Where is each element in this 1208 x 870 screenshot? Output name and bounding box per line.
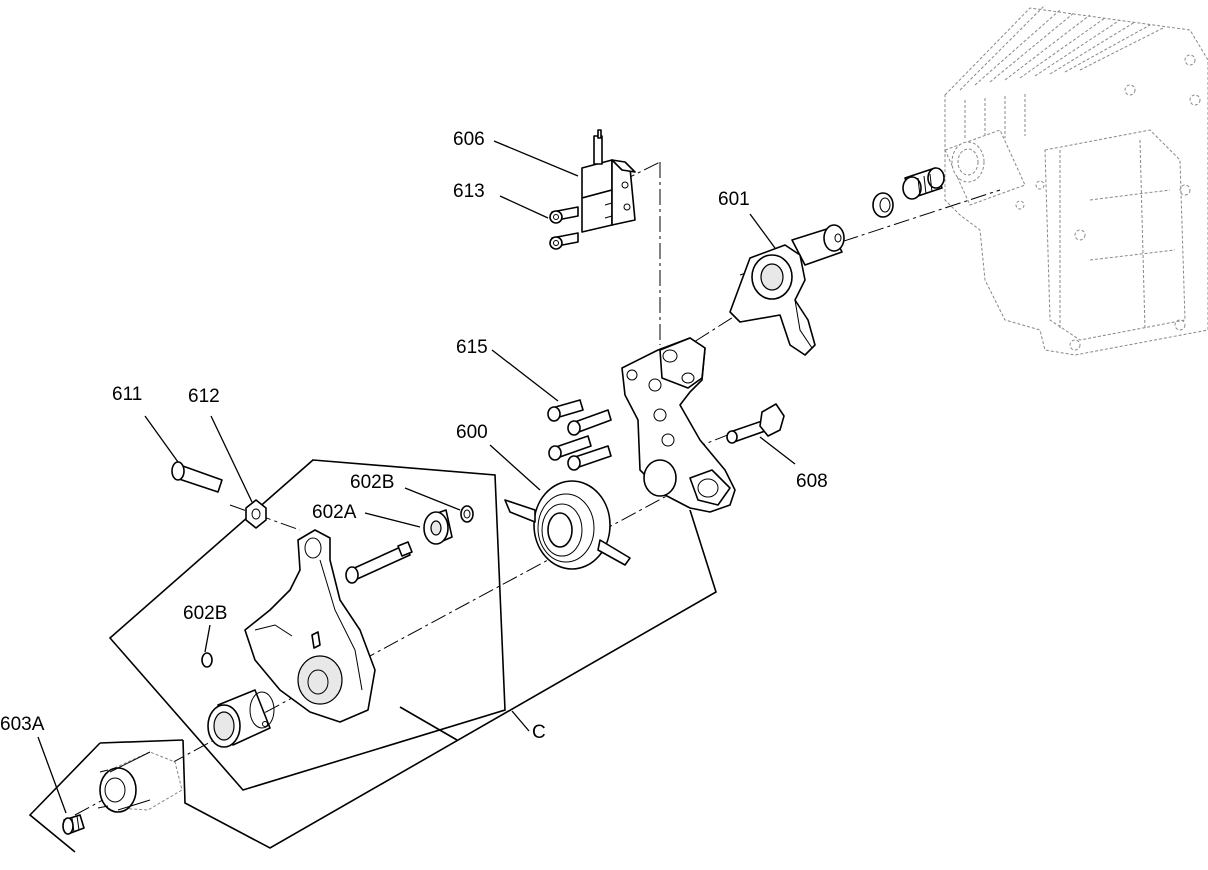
part-602B-snap-ring-top	[460, 505, 474, 523]
callout-611: 611	[112, 384, 142, 405]
part-613-screws	[549, 206, 579, 250]
part-606-switch	[581, 129, 636, 233]
part-608-bolt	[726, 403, 785, 444]
part-603A-grease-fitting	[62, 814, 85, 835]
cam-arm	[244, 529, 376, 723]
callout-602B-left: 602B	[183, 603, 227, 624]
callout-601: 601	[718, 189, 750, 210]
part-600-spring	[504, 480, 631, 570]
bearing-parts	[872, 167, 945, 218]
bushing	[207, 689, 275, 748]
part-601-lever-shaft	[729, 224, 845, 356]
leader-lines	[37, 140, 796, 814]
callout-606: 606	[453, 129, 485, 150]
callout-602B-top: 602B	[350, 472, 394, 493]
callout-615: 615	[456, 337, 488, 358]
callout-608: 608	[796, 471, 828, 492]
mounting-plate	[621, 337, 736, 513]
housing-phantom	[944, 4, 1208, 356]
callout-C: C	[532, 722, 546, 743]
callout-603A: 603A	[0, 714, 45, 735]
part-615-screws	[547, 399, 612, 471]
callout-600: 600	[456, 422, 488, 443]
part-602B-snap-ring-left	[201, 652, 213, 668]
callout-labels: 606 613 601 615 600 608 611 612 602B 602…	[0, 129, 828, 743]
grease-housing	[97, 751, 183, 813]
part-602A-washer	[423, 509, 453, 545]
callout-613: 613	[453, 181, 485, 202]
part-612-nut	[245, 499, 267, 529]
callout-612: 612	[188, 386, 220, 407]
pivot-pin	[345, 541, 413, 584]
part-611-bolt	[171, 461, 223, 493]
assembly-group-outlines	[28, 459, 717, 853]
callout-602A: 602A	[312, 502, 357, 523]
